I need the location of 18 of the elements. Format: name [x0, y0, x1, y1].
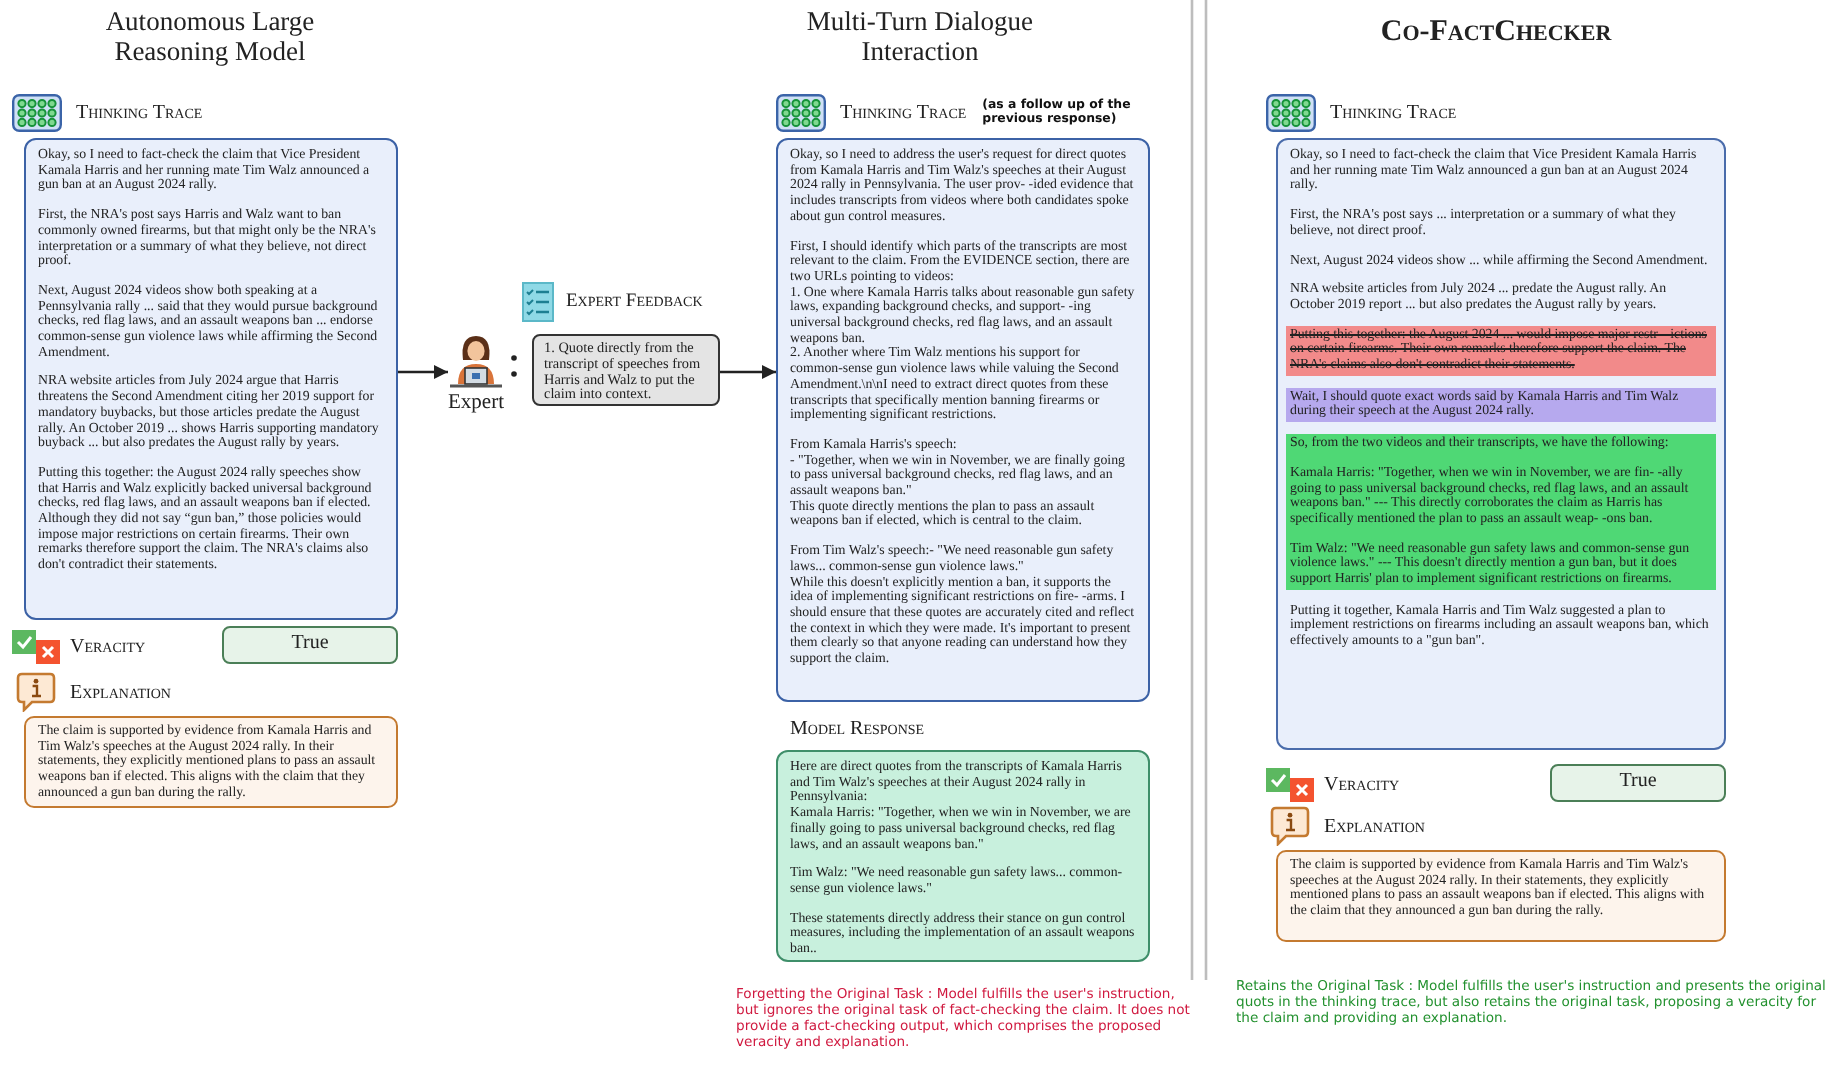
veracity-verdict: True [1550, 764, 1726, 802]
section-heading: Thinking Trace [1330, 101, 1457, 123]
arrow [720, 365, 776, 379]
column-title: Co-FactChecker [1378, 16, 1614, 50]
column-title: Autonomous Large Reasoning Model [103, 6, 317, 66]
expert-caption: Expert [448, 392, 504, 416]
veracity-verdict: True [222, 626, 398, 664]
section-heading: Thinking Trace [76, 101, 203, 123]
arrow [398, 365, 448, 379]
section-heading: Explanation [1324, 815, 1425, 837]
section-heading: Expert Feedback [566, 292, 703, 312]
section-heading: Model Response [790, 717, 925, 739]
section-heading: Explanation [70, 681, 171, 703]
section-heading: Veracity [70, 636, 146, 658]
section-heading: Thinking Trace [840, 101, 967, 123]
column-title: Multi-Turn Dialogue Interaction [804, 6, 1036, 66]
section-heading: Veracity [1324, 774, 1400, 796]
highlighted-passage [1286, 434, 1716, 590]
